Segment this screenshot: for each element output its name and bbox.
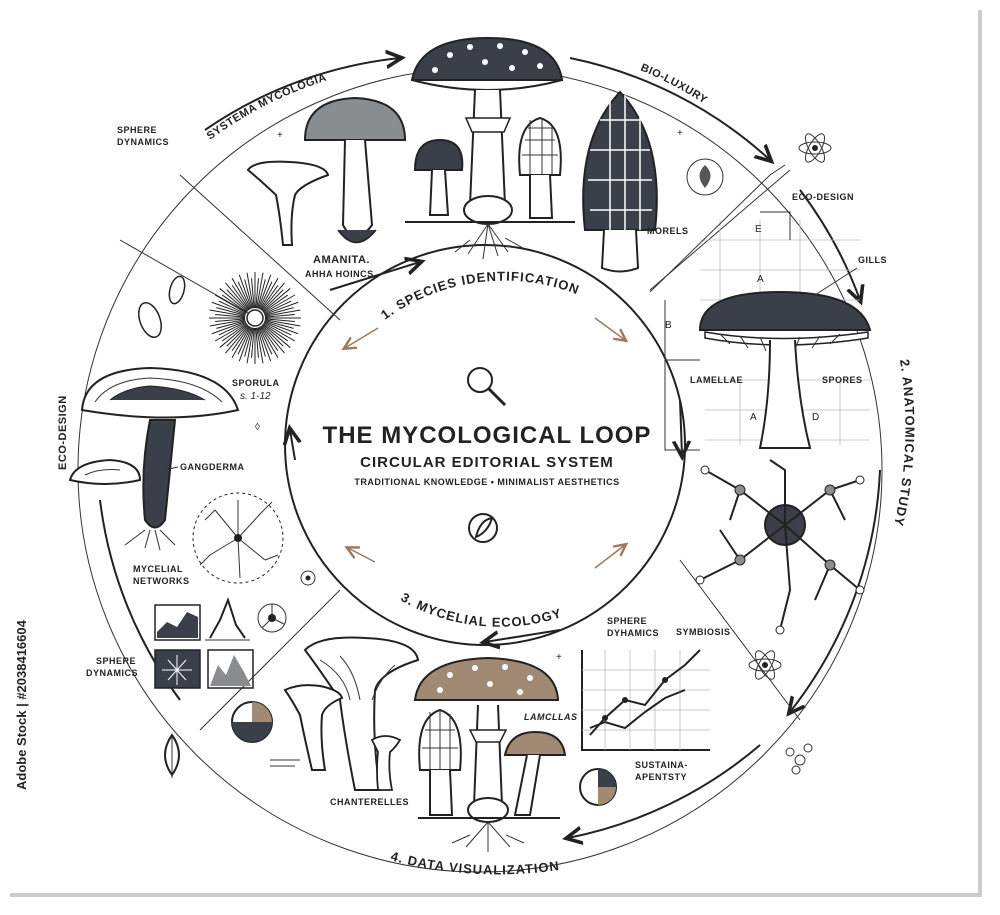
mini-burst-chart bbox=[154, 649, 201, 689]
lamellas-label: LAMCLLAS bbox=[524, 712, 578, 722]
sphere-dynamics-top-1: SPHERE bbox=[117, 125, 157, 135]
step-2-label: 2. ANATOMICAL STUDY bbox=[891, 358, 918, 528]
tan-arrow-tr bbox=[594, 317, 625, 340]
gills-label: GILLS bbox=[858, 255, 887, 265]
amanita-illustration bbox=[405, 36, 575, 260]
inner-arrow-bottom bbox=[485, 629, 561, 642]
gear-icon bbox=[300, 570, 316, 586]
diagram-letter-a-top: A bbox=[757, 274, 764, 285]
arc-label-eco-left: ECO-DESIGN bbox=[57, 395, 69, 470]
mini-radial-icon bbox=[257, 603, 287, 633]
bottom-morel-illustration bbox=[418, 708, 462, 816]
symbiosis-label: SYMBIOSIS bbox=[676, 627, 731, 637]
arc-arrow-right bbox=[790, 469, 881, 712]
diagram-letter-e: E bbox=[755, 224, 762, 235]
diamond-mark: ◊ bbox=[255, 422, 260, 433]
plus-mark-right: + bbox=[677, 128, 683, 139]
sphere-dynamics-left-2: DYNAMICS bbox=[86, 668, 138, 678]
arc-label-bio: BIO-LUXURY bbox=[639, 62, 710, 107]
atom-icon-bottom bbox=[748, 650, 782, 680]
magnifier-icon bbox=[467, 367, 507, 407]
diagram-tagline: TRADITIONAL KNOWLEDGE • MINIMALIST AESTH… bbox=[354, 477, 619, 487]
sporula-sub-label: s. 1-12 bbox=[240, 391, 271, 402]
pie-chart-bottom-left bbox=[231, 701, 273, 743]
sustainability-label-2: APENTSTY bbox=[635, 772, 687, 782]
inner-arrow-top bbox=[329, 262, 420, 291]
inner-arrow-left bbox=[290, 430, 295, 461]
chanterelles-label: CHANTERELLES bbox=[330, 797, 409, 807]
pie-chart-bottom-right bbox=[579, 768, 617, 806]
inner-arrow-right bbox=[680, 399, 682, 455]
step-3-label: 3. MYCELIAL ECOLOGY bbox=[399, 590, 564, 630]
ganoderma-label: GANGDERMA bbox=[180, 462, 245, 472]
leaf-icon bbox=[686, 158, 724, 196]
feather-icon bbox=[468, 513, 498, 543]
step-1-label: 1. SPECIES IDENTIFICATION bbox=[378, 269, 582, 323]
mycelial-networks-illustration bbox=[192, 492, 284, 584]
brown-mushroom-illustration bbox=[503, 730, 567, 816]
spore-seeds-illustration bbox=[138, 275, 186, 339]
arc-arrow-top-left bbox=[204, 58, 400, 131]
tan-arrow-tl bbox=[345, 327, 379, 348]
chanterelle-small-illustration bbox=[246, 160, 330, 246]
amanita-sub-label: AHHA HOINCS bbox=[305, 269, 374, 279]
gray-mushroom-illustration bbox=[303, 96, 407, 244]
sphere-dynamics-top-2: DYNAMICS bbox=[117, 137, 169, 147]
sporula-label: SPORULA bbox=[232, 378, 280, 388]
sphere-dynamics-left-1: SPHERE bbox=[96, 656, 136, 666]
line-chart-illustration bbox=[581, 649, 710, 751]
tan-amanita-illustration bbox=[413, 656, 560, 852]
diagram-letter-b: B bbox=[665, 320, 672, 331]
spore-print-illustration bbox=[209, 272, 301, 364]
diagram-subtitle: CIRCULAR EDITORIAL SYSTEM bbox=[360, 454, 614, 471]
text-lines-icon bbox=[270, 759, 300, 767]
gills-diagram bbox=[649, 164, 872, 451]
sphere-dynamics-right-2: DYHAMICS bbox=[607, 628, 659, 638]
diagram-title: THE MYCOLOGICAL LOOP bbox=[323, 422, 652, 449]
mycelial-networks-label-1: MYCELIAL bbox=[133, 564, 183, 574]
stock-watermark: Adobe Stock | #2038416604 bbox=[14, 619, 29, 790]
ganoderma-illustration bbox=[68, 366, 240, 551]
morel-illustration bbox=[582, 90, 658, 273]
amanita-label: AMANITA. bbox=[313, 254, 370, 266]
plus-mark: + bbox=[277, 130, 283, 141]
diagram-letter-d: D bbox=[812, 412, 819, 423]
mycelial-networks-label-2: NETWORKS bbox=[133, 576, 190, 586]
tan-arrow-br bbox=[594, 545, 625, 569]
spore-cluster-icon bbox=[785, 743, 813, 775]
plus-mark-chart: + bbox=[556, 652, 562, 663]
morels-label: MORELS bbox=[647, 226, 689, 236]
leaf-outline-icon bbox=[164, 733, 180, 778]
arc-arrow-bottom bbox=[568, 744, 761, 838]
arc-arrow-right-top bbox=[799, 189, 860, 300]
lamellae-label: LAMELLAE bbox=[690, 375, 743, 385]
mycelium-network-illustration bbox=[695, 459, 865, 635]
chanterelles-illustration bbox=[283, 636, 420, 791]
tan-arrow-bl bbox=[348, 548, 376, 563]
spores-label: SPORES bbox=[822, 375, 863, 385]
diagram-letter-a: A bbox=[750, 412, 757, 423]
mini-area-chart-1 bbox=[154, 604, 201, 641]
mini-peak-chart bbox=[205, 597, 250, 641]
atom-icon-top bbox=[798, 133, 832, 163]
sphere-dynamics-right-1: SPHERE bbox=[607, 616, 647, 626]
step-4-label: 4. DATA VISUALIZATION bbox=[389, 848, 560, 877]
mini-area-chart-2 bbox=[207, 649, 254, 689]
sustainability-label-1: SUSTAINA- bbox=[635, 760, 688, 770]
eco-design-right-label: ECO-DESIGN bbox=[792, 192, 854, 202]
arc-arrow-top-right bbox=[569, 57, 770, 160]
